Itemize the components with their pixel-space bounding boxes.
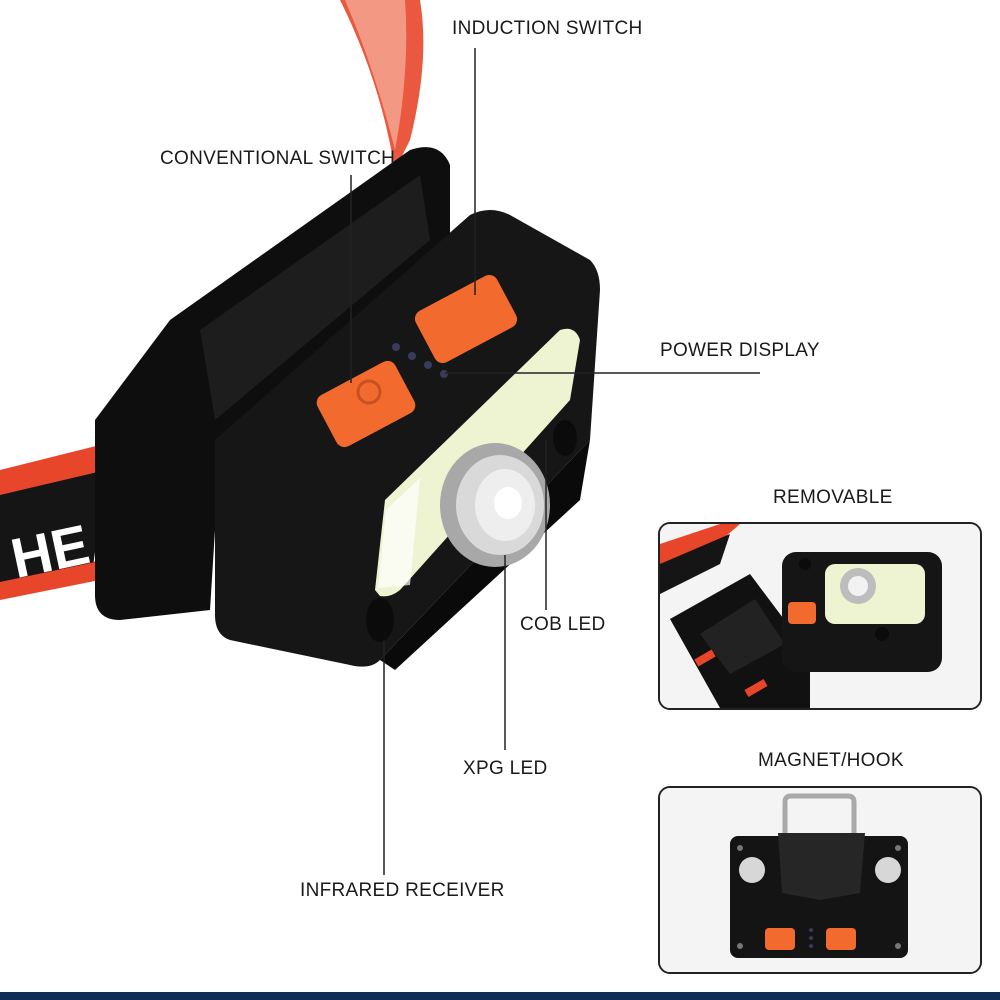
label-induction-switch: INDUCTION SWITCH <box>452 18 643 39</box>
label-conventional-switch: CONVENTIONAL SWITCH <box>160 148 396 169</box>
removable-inset-image <box>660 524 980 708</box>
label-magnet-hook: MAGNET/HOOK <box>758 750 904 771</box>
induction-switch-button-shape <box>414 274 518 364</box>
footer-bar <box>0 992 1000 1000</box>
label-infrared-receiver: INFRARED RECEIVER <box>300 880 505 901</box>
label-removable: REMOVABLE <box>773 487 893 508</box>
magnet-hook-inset-image <box>660 788 980 972</box>
label-cob-led: COB LED <box>520 614 606 635</box>
label-xpg-led: XPG LED <box>463 758 548 779</box>
magnet-hook-inset-panel <box>658 786 982 974</box>
label-power-display: POWER DISPLAY <box>660 340 820 361</box>
removable-inset-panel <box>658 522 982 710</box>
